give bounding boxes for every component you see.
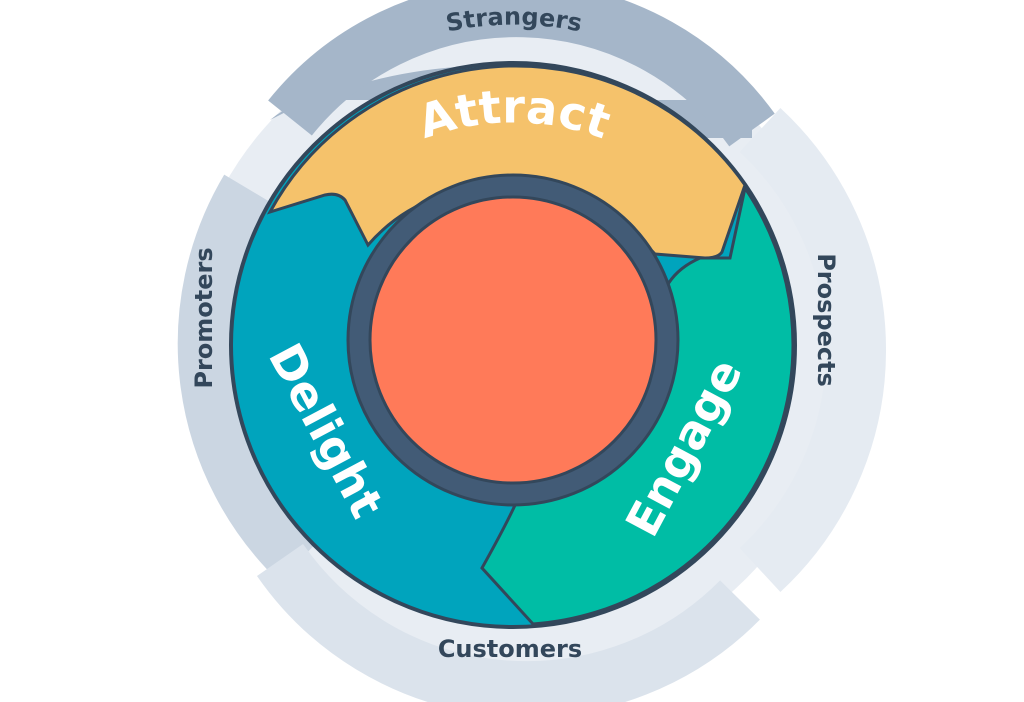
label-promoters: Promoters — [190, 247, 218, 388]
label-prospects: Prospects — [812, 253, 840, 387]
outer-ring-arc-prospects — [739, 108, 886, 592]
outer-ring-arc-promoters — [177, 174, 322, 582]
outer-ring-arc-customers — [256, 543, 760, 702]
outer-ring-arc-strangers — [268, 0, 775, 147]
segment-attract — [266, 64, 747, 260]
outer-ring-segment-strangers — [270, 65, 752, 138]
label-customers: Customers — [438, 635, 582, 663]
main-wheel — [229, 61, 797, 629]
hub-center — [368, 195, 658, 485]
